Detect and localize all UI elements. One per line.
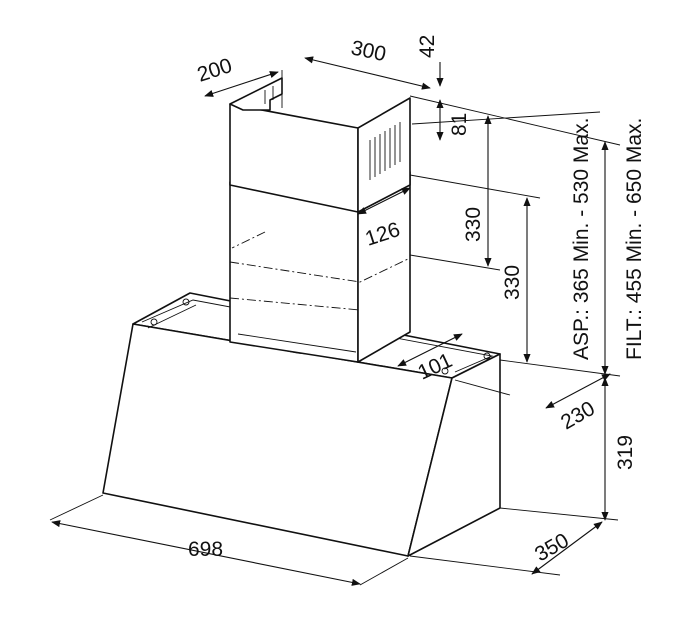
dim-hood-width: 698 <box>188 538 223 561</box>
dim-inner-offset: 81 <box>448 113 471 136</box>
dim-hood-depth-top: 230 <box>557 397 599 434</box>
dim-chimney-width: 300 <box>349 36 388 66</box>
dim-hood-depth: 350 <box>531 529 573 566</box>
dimension-lines <box>51 56 611 586</box>
chimney <box>229 77 411 363</box>
dim-upper-section: 330 <box>462 207 485 242</box>
vent-slots <box>369 122 401 180</box>
wall-bracket <box>229 77 283 111</box>
aspiration-range: ASP.: 365 Min. - 530 Max. <box>570 118 593 360</box>
dim-top-offset: 42 <box>416 35 439 58</box>
dim-hood-height: 319 <box>614 435 637 470</box>
dim-lower-section: 330 <box>501 265 524 300</box>
chimney-upper-side <box>357 97 411 213</box>
filtration-range: FILT.: 455 Min. - 650 Max. <box>623 118 646 360</box>
dim-chimney-depth: 200 <box>194 54 234 87</box>
